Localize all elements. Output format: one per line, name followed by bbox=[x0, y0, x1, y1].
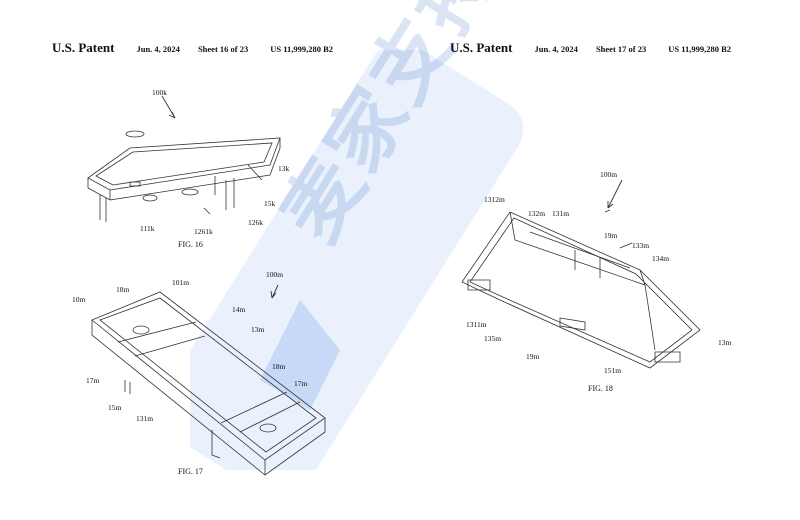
right-page-header: U.S. Patent Jun. 4, 2024 Sheet 17 of 23 … bbox=[450, 40, 760, 58]
watermark-shape bbox=[158, 41, 524, 499]
patent-label: U.S. Patent bbox=[52, 40, 115, 55]
patent-date: Jun. 4, 2024 bbox=[534, 44, 578, 54]
ref-151m: 151m bbox=[604, 366, 622, 375]
ref-126k: 126k bbox=[248, 218, 263, 227]
ref-111k: 111k bbox=[140, 224, 155, 233]
ref-131m: 131m bbox=[552, 209, 570, 218]
fig16-caption: FIG. 16 bbox=[178, 240, 203, 249]
ref-100m: 100m bbox=[600, 170, 618, 179]
ref-18m-bottom: 18m bbox=[272, 362, 286, 371]
fig17-drawing bbox=[91, 284, 326, 476]
patent-number: US 11,999,280 B2 bbox=[668, 44, 732, 54]
ref-13k: 13k bbox=[278, 164, 290, 173]
ref-10m: 10m bbox=[72, 295, 86, 304]
ref-17m-right: 17m bbox=[294, 379, 308, 388]
ref-131m: 131m bbox=[136, 414, 154, 423]
sheet-number: Sheet 16 of 23 bbox=[197, 44, 249, 54]
ref-1261k: 1261k bbox=[194, 227, 213, 236]
sheet-number: Sheet 17 of 23 bbox=[595, 44, 647, 54]
ref-15k: 15k bbox=[264, 199, 276, 208]
ref-100m: 100m bbox=[266, 270, 284, 279]
ref-132m: 132m bbox=[528, 209, 546, 218]
ref-1312m: 1312m bbox=[484, 195, 505, 204]
fig16-drawing bbox=[87, 95, 281, 222]
ref-101m: 101m bbox=[172, 278, 190, 287]
ref-134m: 134m bbox=[652, 254, 670, 263]
ref-14m: 14m bbox=[232, 305, 246, 314]
fig18-caption: FIG. 18 bbox=[588, 384, 613, 393]
ref-100k: 100k bbox=[152, 88, 167, 97]
ref-1311m: 1311m bbox=[466, 320, 487, 329]
ref-133m: 133m bbox=[632, 241, 650, 250]
fig18-drawing bbox=[461, 179, 701, 369]
ref-19m-top: 19m bbox=[604, 231, 618, 240]
ref-19m-bottom: 19m bbox=[526, 352, 540, 361]
ref-13m: 13m bbox=[251, 325, 265, 334]
ref-17m-left: 17m bbox=[86, 376, 100, 385]
left-page-header: U.S. Patent Jun. 4, 2024 Sheet 16 of 23 … bbox=[52, 40, 362, 58]
ref-13m: 13m bbox=[718, 338, 732, 347]
ref-15m: 15m bbox=[108, 403, 122, 412]
patent-number: US 11,999,280 B2 bbox=[270, 44, 334, 54]
ref-135m: 135m bbox=[484, 334, 502, 343]
fig17-caption: FIG. 17 bbox=[178, 467, 203, 476]
patent-date: Jun. 4, 2024 bbox=[136, 44, 180, 54]
watermark bbox=[158, 41, 610, 499]
patent-label: U.S. Patent bbox=[450, 40, 513, 55]
ref-18m-top: 18m bbox=[116, 285, 130, 294]
